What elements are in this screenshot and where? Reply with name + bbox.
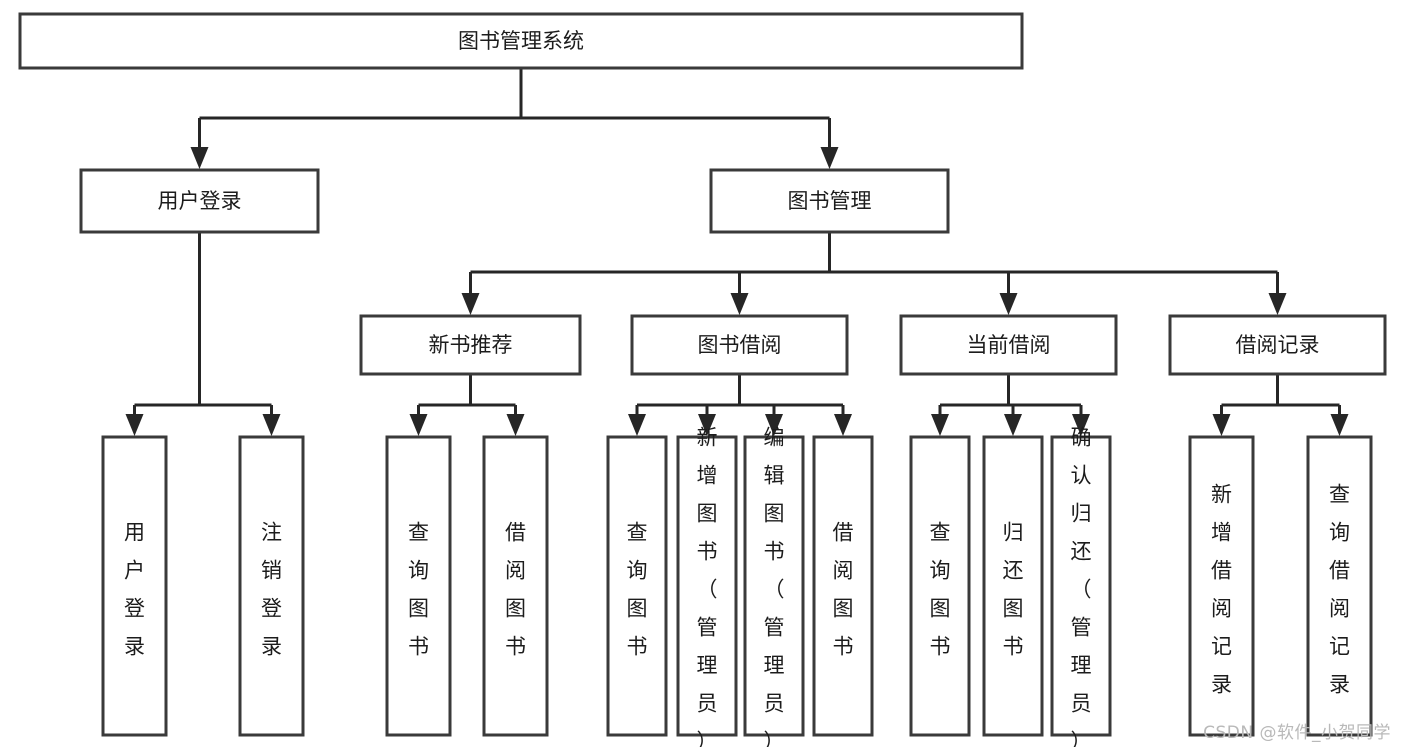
csdn-watermark: CSDN @软件_小贺同学 [1203,723,1391,743]
node-leaf-user-login[interactable]: 用户登录 [101,435,168,737]
node-leaf-logout[interactable]: 注销登录 [238,435,305,737]
node-current-borrow-label: 当前借阅 [967,333,1051,357]
arrow-head-icon [730,293,749,315]
arrow-head-icon [461,293,480,315]
node-leaf-query-book-1-box[interactable] [385,435,452,737]
arrow-head-icon [834,414,852,436]
node-user-login[interactable]: 用户登录 [79,168,320,234]
node-leaf-return-book-box[interactable] [982,435,1044,737]
node-leaf-borrow-book-1-box[interactable] [482,435,549,737]
node-leaf-query-book-1[interactable]: 查询图书 [385,435,452,737]
node-leaf-edit-book[interactable]: 编辑图书（管理员） [743,426,805,747]
node-leaf-query-book-2[interactable]: 查询图书 [606,435,668,737]
node-user-login-box[interactable] [79,168,320,234]
node-leaf-borrow-book-1-label: 借阅图书 [505,521,526,659]
node-leaf-user-login-label: 用户登录 [124,521,145,659]
node-borrow-record-box[interactable] [1168,314,1387,376]
arrow-head-icon [999,293,1018,315]
arrow-head-icon [628,414,646,436]
node-user-login-label: 用户登录 [158,189,242,213]
node-leaf-add-book-box[interactable] [676,435,738,737]
node-leaf-borrow-book-1[interactable]: 借阅图书 [482,435,549,737]
arrow-head-icon [506,414,525,436]
node-book-borrow-label: 图书借阅 [698,333,782,357]
node-book-manage-label: 图书管理 [788,189,872,213]
node-leaf-borrow-book-2-label: 借阅图书 [833,521,854,659]
node-leaf-query-record-label: 查询借阅记录 [1329,483,1350,697]
node-root-box[interactable] [18,12,1024,70]
node-leaf-confirm-return-label: 确认归还（管理员） [1071,426,1092,747]
node-leaf-query-book-2-label: 查询图书 [627,521,648,659]
node-leaf-edit-book-label: 编辑图书（管理员） [764,426,785,747]
arrow-head-icon [765,414,783,436]
node-leaf-add-record-box[interactable] [1188,435,1255,737]
node-leaf-user-login-box[interactable] [101,435,168,737]
node-borrow-record-label: 借阅记录 [1236,333,1320,357]
node-leaf-borrow-book-2-box[interactable] [812,435,874,737]
node-book-borrow[interactable]: 图书借阅 [630,314,849,376]
node-leaf-return-book-label: 归还图书 [1003,521,1024,659]
nodes-layer: 图书管理系统用户登录图书管理新书推荐图书借阅当前借阅借阅记录用户登录注销登录查询… [18,12,1387,747]
node-leaf-confirm-return[interactable]: 确认归还（管理员） [1050,426,1112,747]
arrow-head-icon [820,147,839,169]
node-current-borrow-box[interactable] [899,314,1118,376]
node-new-book-recommend-label: 新书推荐 [429,333,513,357]
node-current-borrow[interactable]: 当前借阅 [899,314,1118,376]
connectors-layer [125,68,1349,436]
arrow-head-icon [190,147,209,169]
node-leaf-logout-label: 注销登录 [261,521,282,659]
arrow-head-icon [698,414,716,436]
node-new-book-recommend[interactable]: 新书推荐 [359,314,582,376]
node-leaf-query-record[interactable]: 查询借阅记录 [1306,435,1373,737]
node-leaf-query-book-1-label: 查询图书 [408,521,429,659]
node-root-label: 图书管理系统 [458,29,584,53]
node-leaf-add-record-label: 新增借阅记录 [1211,483,1232,697]
node-book-borrow-box[interactable] [630,314,849,376]
arrow-head-icon [1268,293,1287,315]
node-leaf-query-book-3[interactable]: 查询图书 [909,435,971,737]
node-leaf-query-book-3-box[interactable] [909,435,971,737]
arrow-head-icon [931,414,949,436]
node-leaf-return-book[interactable]: 归还图书 [982,435,1044,737]
node-leaf-edit-book-box[interactable] [743,435,805,737]
node-book-manage-box[interactable] [709,168,950,234]
arrow-head-icon [262,414,281,436]
node-root[interactable]: 图书管理系统 [18,12,1024,70]
node-leaf-add-record[interactable]: 新增借阅记录 [1188,435,1255,737]
node-leaf-add-book-label: 新增图书（管理员） [697,426,718,747]
node-book-manage[interactable]: 图书管理 [709,168,950,234]
node-borrow-record[interactable]: 借阅记录 [1168,314,1387,376]
node-leaf-confirm-return-box[interactable] [1050,435,1112,737]
node-new-book-recommend-box[interactable] [359,314,582,376]
arrow-head-icon [1212,414,1231,436]
arrow-head-icon [1072,414,1090,436]
arrow-head-icon [409,414,428,436]
arrow-head-icon [1004,414,1022,436]
node-leaf-query-book-2-box[interactable] [606,435,668,737]
node-leaf-add-book[interactable]: 新增图书（管理员） [676,426,738,747]
arrow-head-icon [125,414,144,436]
node-leaf-query-book-3-label: 查询图书 [930,521,951,659]
node-leaf-logout-box[interactable] [238,435,305,737]
node-leaf-query-record-box[interactable] [1306,435,1373,737]
node-leaf-borrow-book-2[interactable]: 借阅图书 [812,435,874,737]
arrow-head-icon [1330,414,1349,436]
